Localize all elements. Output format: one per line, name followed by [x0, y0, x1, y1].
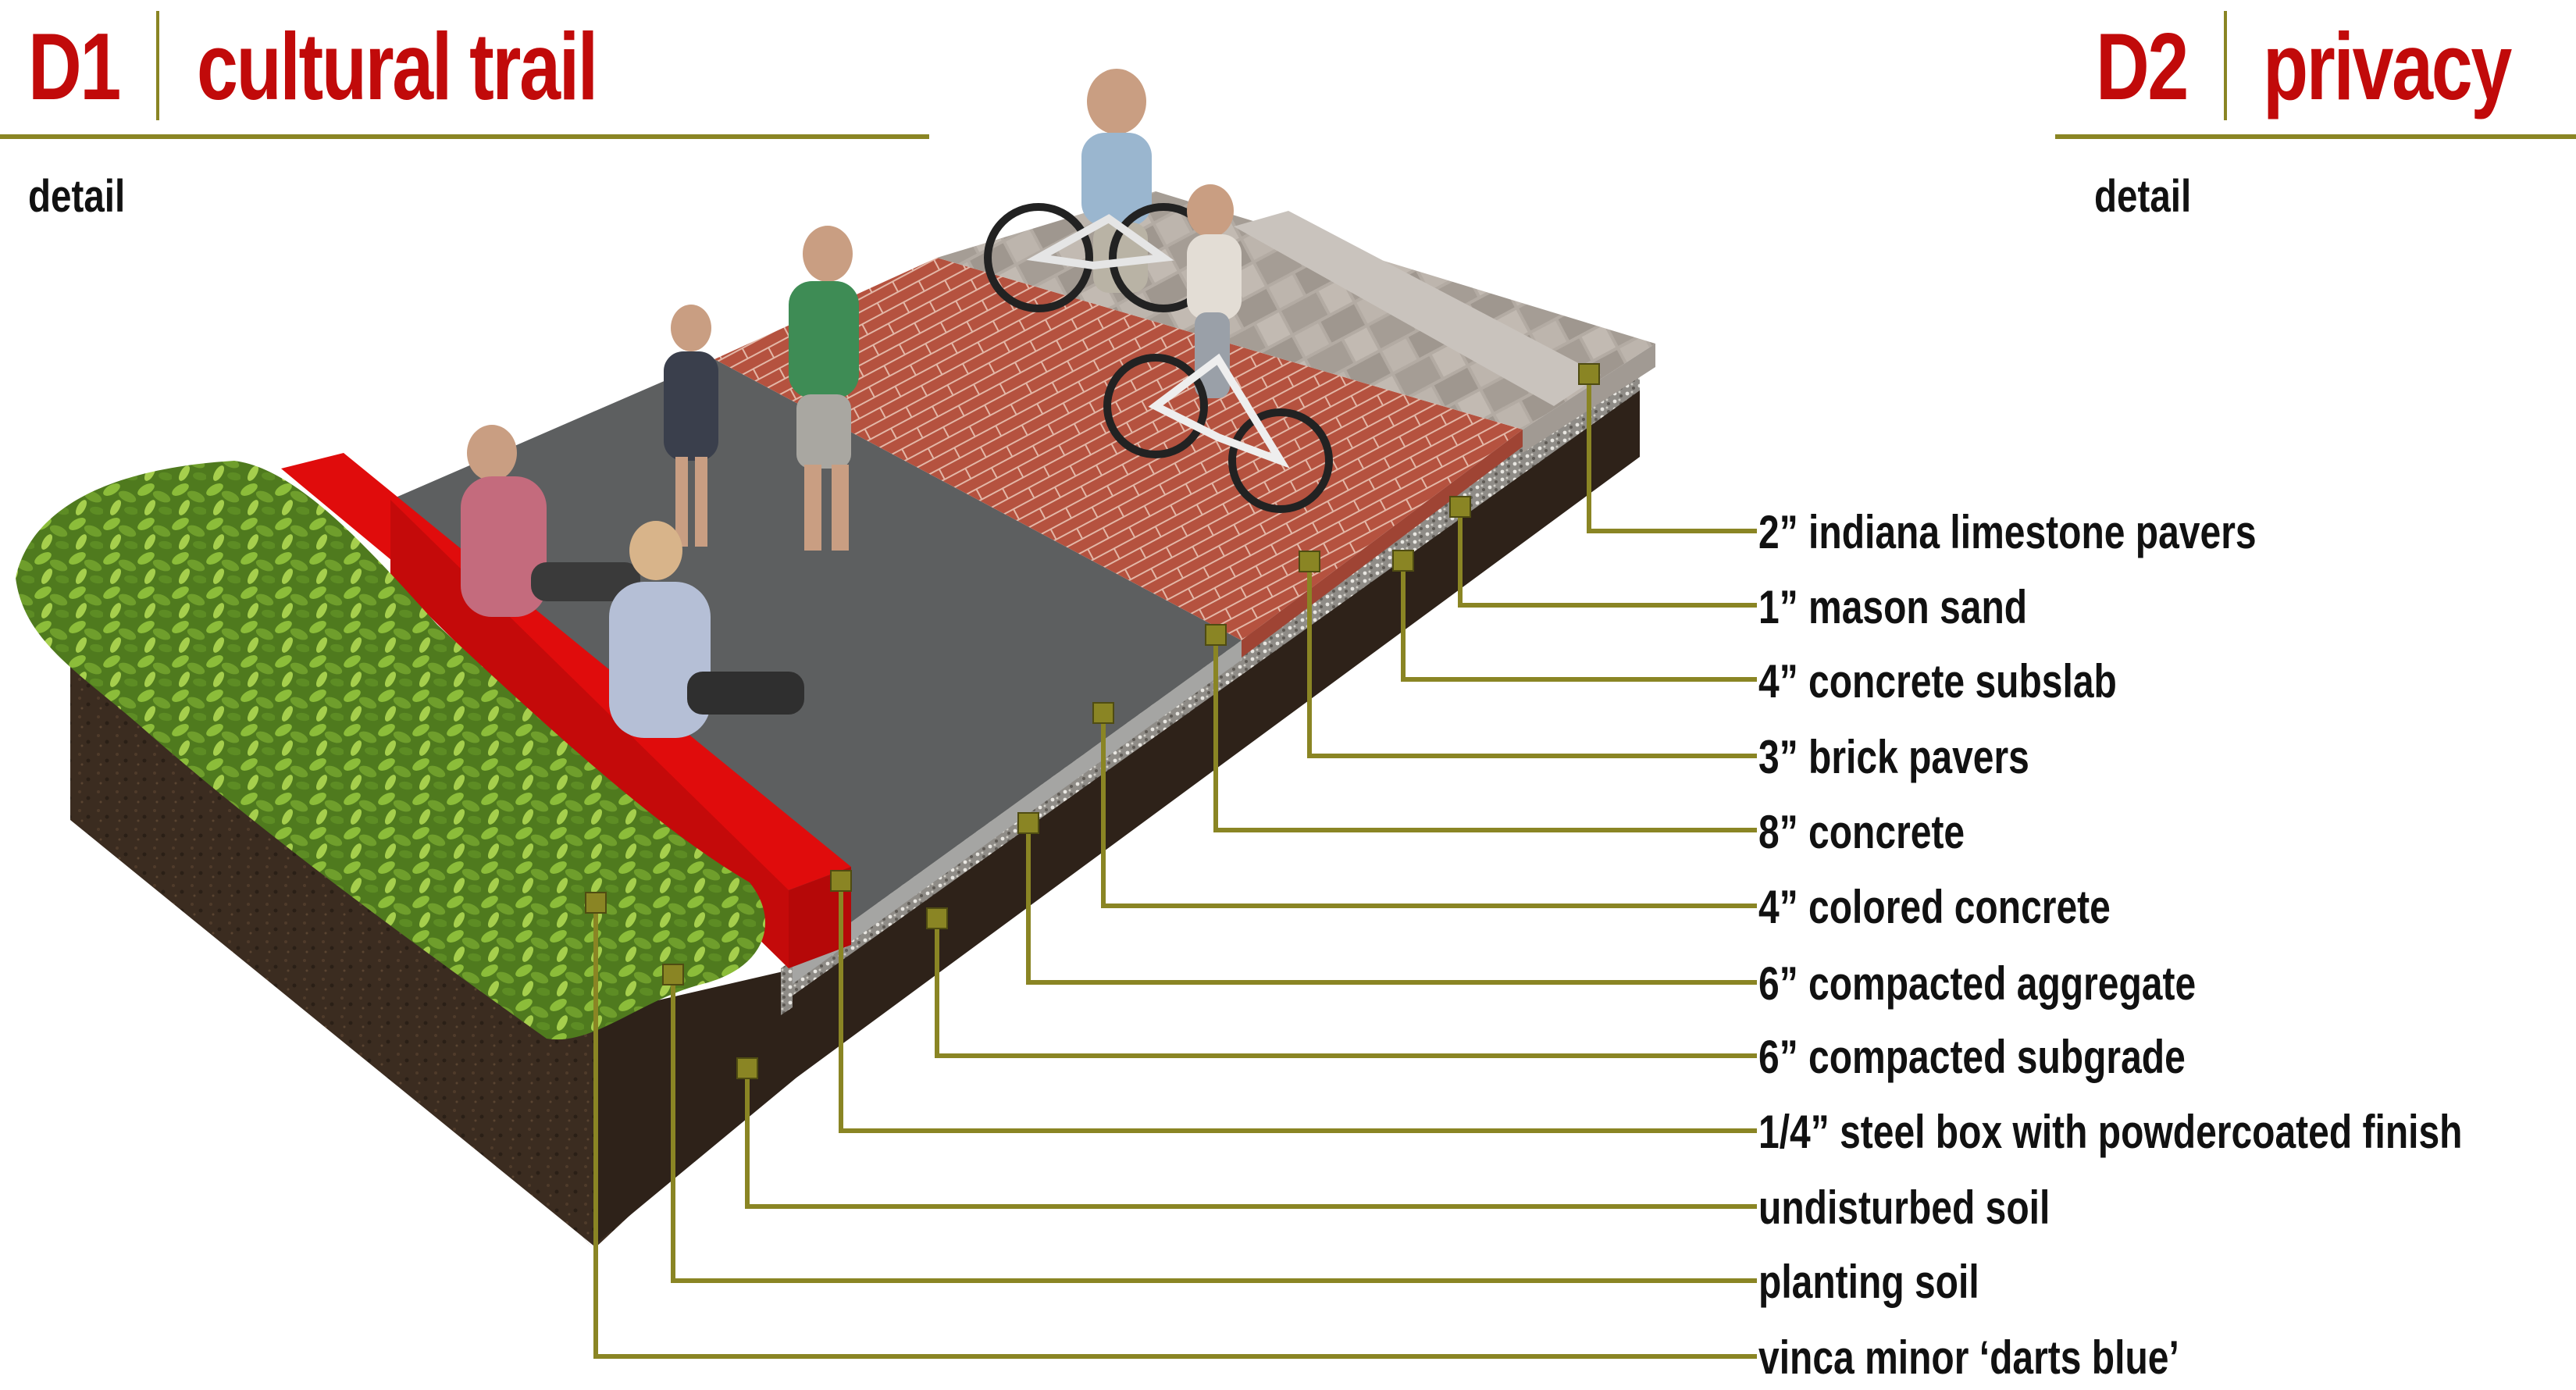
panel-d2-title: privacy: [2263, 13, 2512, 119]
undisturbed-soil-left-face: [70, 625, 593, 1246]
panel-d1-subtitle: detail: [28, 171, 126, 222]
panel-d2-header: D2 privacy: [2055, 11, 2576, 128]
panel-d1-separator: [156, 11, 159, 120]
leader-limestone: [1587, 373, 1757, 533]
leader-vinca: [593, 902, 1757, 1359]
leader-undisturbed-soil: [745, 1067, 1757, 1209]
undisturbed-soil-right-face: [593, 367, 1640, 1246]
leader-markers: [585, 363, 1600, 1079]
pedestrian-girl: [664, 305, 718, 547]
brick-paver-surface: [714, 258, 1523, 640]
leader-subgrade: [935, 918, 1757, 1058]
steel-bench-front: [789, 867, 851, 968]
callout-concrete-subslab: 4” concrete subslab: [1758, 655, 2117, 707]
panel-d1-rule: [0, 134, 929, 139]
callout-concrete: 8” concrete: [1758, 806, 1965, 858]
panel-d2-separator: [2224, 11, 2227, 120]
colored-concrete-surface: [390, 359, 1242, 964]
leader-steel-box: [839, 880, 1757, 1133]
aggregate-front: [781, 961, 793, 1015]
leader-8-concrete: [1213, 634, 1757, 832]
cyclist-adult: [984, 69, 1218, 312]
panel-d1-code: D1: [28, 13, 121, 119]
seated-woman-pink: [461, 425, 640, 617]
callout-planting-soil: planting soil: [1758, 1256, 1979, 1308]
leader-mason-sand: [1458, 506, 1757, 608]
panel-d2-code: D2: [2096, 13, 2189, 119]
panel-d2-subtitle: detail: [2094, 171, 2192, 222]
callout-brick-pavers: 3” brick pavers: [1758, 731, 2029, 783]
vinca-planting: [16, 461, 765, 1040]
cyclist-child: [1103, 184, 1333, 513]
panel-d1-header: D1 cultural trail: [0, 11, 929, 128]
callout-compacted-aggregate: 6” compacted aggregate: [1758, 957, 2197, 1010]
panel-d1-title: cultural trail: [197, 13, 598, 119]
leader-planting-soil: [671, 974, 1757, 1283]
callout-compacted-subgrade: 6” compacted subgrade: [1758, 1031, 2186, 1083]
leader-colored-concrete: [1101, 712, 1757, 908]
pedestrian-boy: [789, 226, 859, 551]
callout-vinca-minor: vinca minor ‘darts blue’: [1758, 1331, 2179, 1384]
callout-undisturbed-soil: undisturbed soil: [1758, 1182, 2050, 1234]
callout-steel-box: 1/4” steel box with powdercoated finish: [1758, 1106, 2463, 1158]
limestone-band: [1234, 211, 1601, 406]
seated-woman-blue: [609, 521, 804, 738]
callout-limestone-pavers: 2” indiana limestone pavers: [1758, 506, 2257, 558]
leader-aggregate: [1026, 822, 1757, 985]
leader-concrete-subslab: [1401, 560, 1757, 682]
callout-mason-sand: 1” mason sand: [1758, 581, 2028, 633]
panel-d2-rule: [2055, 134, 2576, 139]
leader-lines: [593, 373, 1757, 1359]
callout-colored-concrete: 4” colored concrete: [1758, 881, 2111, 933]
leader-brick: [1307, 561, 1757, 758]
concrete-edge: [793, 640, 1242, 984]
